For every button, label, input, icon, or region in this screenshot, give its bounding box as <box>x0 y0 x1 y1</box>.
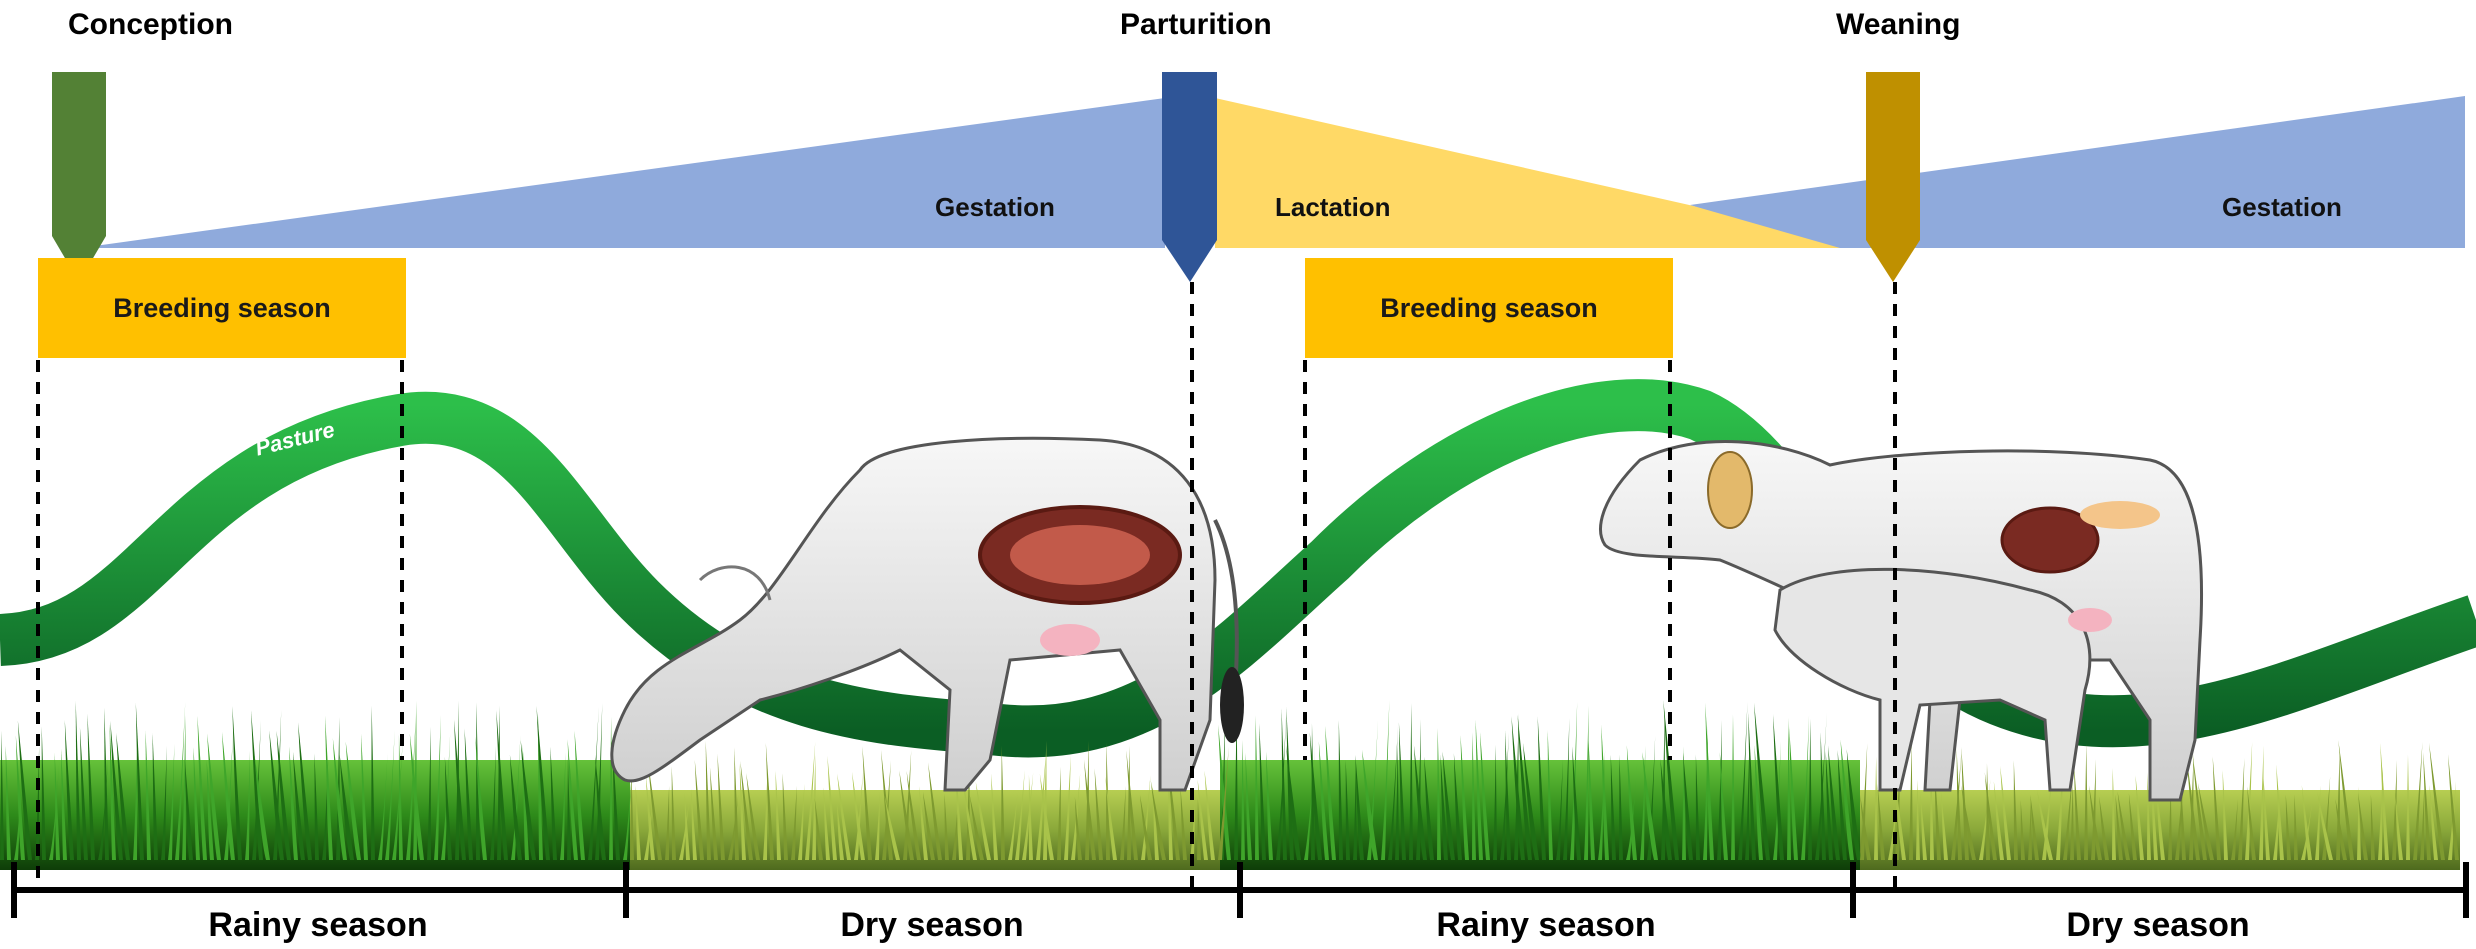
breeding-season-label-2: Breeding season <box>1380 293 1598 324</box>
breeding-season-box-2: Breeding season <box>1305 258 1673 358</box>
conception-label: Conception <box>68 8 233 42</box>
parturition-marker-icon <box>1162 72 1217 282</box>
breeding-season-box-1: Breeding season <box>38 258 406 358</box>
breeding-season-label-1: Breeding season <box>113 293 331 324</box>
parturition-label: Parturition <box>1120 8 1272 42</box>
lactation-label: Lactation <box>1275 192 1391 223</box>
season-label-rainy-1: Rainy season <box>18 906 618 945</box>
season-label-rainy-2: Rainy season <box>1246 906 1846 945</box>
weaning-label: Weaning <box>1836 8 1960 42</box>
season-label-dry-1: Dry season <box>632 906 1232 945</box>
gestation-label-2: Gestation <box>2222 192 2342 223</box>
gestation-wedge-1 <box>80 98 1165 248</box>
season-label-dry-2: Dry season <box>1858 906 2458 945</box>
gestation-wedge-2 <box>1690 96 2465 248</box>
weaning-marker-icon <box>1866 72 1920 282</box>
gestation-label-1: Gestation <box>935 192 1055 223</box>
conception-marker-icon <box>52 72 106 282</box>
